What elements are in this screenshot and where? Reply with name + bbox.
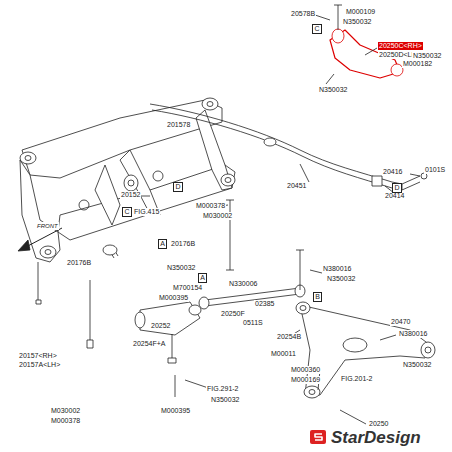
reference-box: A [198, 273, 207, 283]
reference-letter: D [393, 184, 401, 192]
callout-number: N330006 [228, 280, 258, 288]
callout-number: N380016 [398, 330, 428, 338]
callout-number: 20254B [276, 333, 302, 341]
callout-number: N350032 [210, 396, 240, 404]
callout-number: 20250C<RH> [378, 42, 423, 50]
callout-number: 0101S [424, 166, 446, 174]
callout-number: 20176B [170, 240, 196, 248]
callout-number: 02385 [254, 300, 275, 308]
reference-letter: C [123, 208, 131, 216]
reference-letter: C [313, 25, 321, 33]
reference-box: D [173, 182, 183, 192]
callout-number: 20252 [150, 322, 171, 330]
callout-number: N380016 [322, 265, 352, 273]
callout-number: 20157A<LH> [18, 361, 61, 369]
callout-number: M00011 [270, 350, 297, 358]
callout-number: 20414 [384, 192, 405, 200]
reference-letter: B [314, 293, 321, 301]
callout-number: N350032 [412, 52, 442, 60]
callout-number: 201578 [166, 121, 191, 129]
callout-number: M000169 [290, 376, 321, 384]
direction-label: FRONT [36, 222, 59, 230]
reference-box: D [392, 183, 402, 193]
callout-number: M030002 [202, 212, 233, 220]
callout-number: 20152 [120, 191, 141, 199]
reference-letter: A [199, 274, 206, 282]
callout-number: M000109 [345, 8, 376, 16]
callout-number: N350032 [326, 275, 356, 283]
brand-logo: StarDesign [330, 428, 422, 448]
callout-number: M000378 [50, 417, 81, 425]
callout-number: M000360 [290, 366, 321, 374]
callout-number: FIG.201-2 [340, 375, 374, 383]
callout-number: M000182 [402, 60, 433, 68]
callout-number: M030002 [50, 407, 81, 415]
callout-number: N350032 [166, 264, 196, 272]
reference-letter: A [159, 240, 166, 248]
callout-number: 20157<RH> [18, 352, 58, 360]
callout-number: 20578B [290, 10, 316, 18]
reference-box: C [312, 24, 322, 34]
callout-number: FIG.291-2 [206, 385, 240, 393]
callout-number: N350032 [342, 18, 372, 26]
callout-number: 20451 [286, 182, 307, 190]
callout-number: 20470 [390, 318, 411, 326]
callout-number: 20416 [382, 168, 403, 176]
callout-number: FIG.415 [133, 208, 160, 216]
callout-number: 20254F+A [132, 340, 167, 348]
callout-number: N350032 [402, 361, 432, 369]
callout-number: M000395 [160, 407, 191, 415]
callout-number: 0511S [242, 319, 264, 327]
callout-number: M000395 [158, 294, 189, 302]
callout-number: 20250F [220, 310, 246, 318]
callout-number: M000378 [195, 202, 226, 210]
reference-box: A [158, 239, 167, 249]
reference-box: B [313, 292, 322, 302]
callout-number: 20176B [66, 259, 92, 267]
reference-letter: D [174, 183, 182, 191]
reference-box: C [122, 207, 132, 217]
callout-number: M700154 [172, 284, 203, 292]
callout-number: 20250 [368, 420, 389, 428]
callout-number: N350032 [318, 86, 348, 94]
